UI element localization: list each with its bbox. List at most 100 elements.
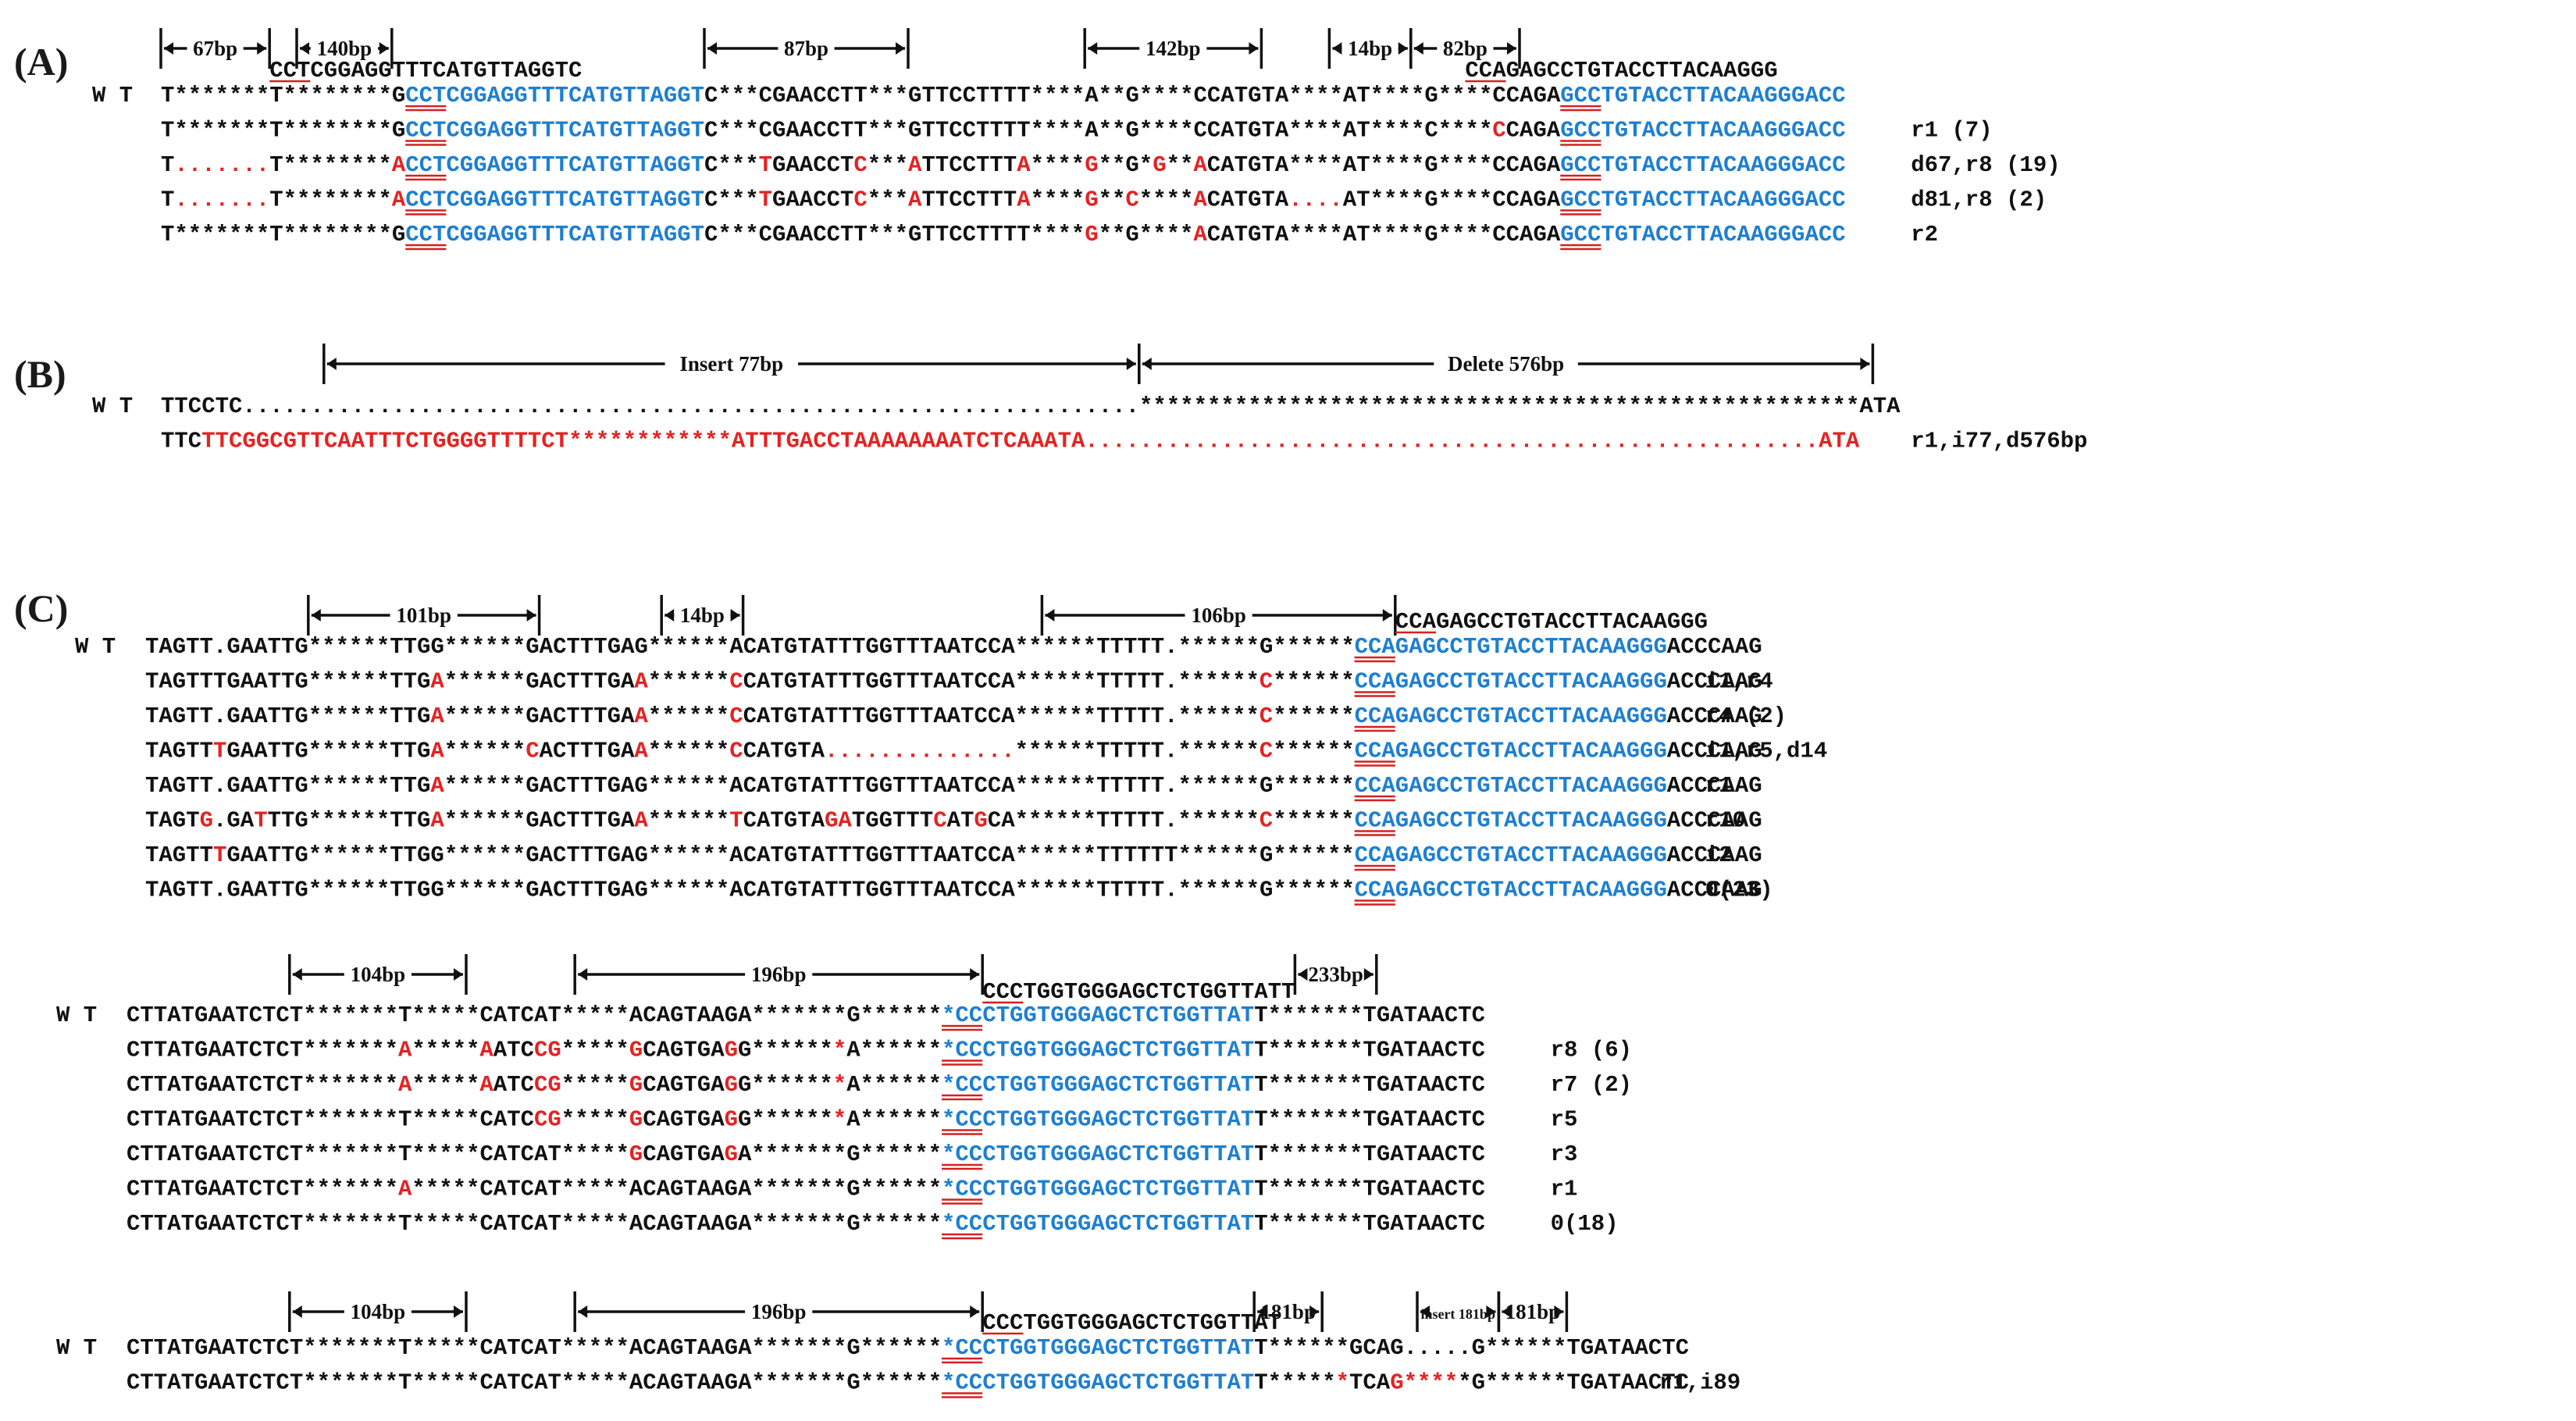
sequence-segment: T [729,808,743,834]
sequence-segment: .... [1288,187,1343,213]
sequence-segment: ****** [1273,703,1354,729]
sequence-segment: ******GACTTTGA [444,703,635,729]
sequence-segment: C [1259,808,1273,834]
sequence-segment: .............. [825,739,1015,764]
wild-type-sequence: T*******T********GCCTCGGAGGTTTCATGTTAGGT… [161,83,1846,109]
sequence-segment: G [725,1141,738,1167]
sequence-segment: A [1193,187,1207,213]
sequence-segment: CATGTA [743,808,825,834]
sequence-segment: ****** [1273,739,1354,764]
mutation-annotation: r5 [1551,1107,1578,1133]
sequence-segment: ****** [1273,669,1354,695]
sequence-segment: CG [534,1107,561,1133]
sequence-segment: ****** [648,739,729,764]
sequence-segment: TAGTT.GAATTG******TTGG******GACTTTGAG***… [145,878,1355,903]
mutant-sequence: TAGTT.GAATTG******TTGA******GACTTTGAG***… [145,773,1762,799]
wild-type-sequence: TAGTT.GAATTG******TTGG******GACTTTGAG***… [145,634,1762,660]
sequence-segment: *****CATCAT*****ACAGTAAGA*******G****** [412,1177,942,1202]
mutation-annotation: r7 (2) [1551,1072,1632,1098]
mutation-annotation: i1,r5,d14 [1705,739,1828,764]
sequence-segment: G [200,808,213,834]
sequence-segment: ****** [648,808,729,834]
length-measure: 196bp [573,954,984,995]
sequence-segment: CTTATGAATCTCT*******T*****CATCAT***** [126,1141,629,1167]
sequence-segment: C*** [704,152,759,178]
sequence-segment: TTG******TTG [268,808,431,834]
sequence-segment: GCCTGTACCTTACAAGGGACC [1560,152,1845,178]
sequence-segment: ACCCAAG [1667,808,1762,834]
wild-type-label: W T [56,1003,97,1028]
sequence-segment: *** [868,152,908,178]
sequence-segment: G [629,1038,643,1063]
sequence-segment: CAGTGA [643,1038,725,1063]
sequence-segment: CCAGAGCCTGTACCTTACAAGGG [1355,842,1667,868]
length-label: 101bp [396,604,451,627]
sequence-segment: ****** [444,739,526,764]
sequence-segment: *CCCTGGTGGGAGCTCTGGTTAT [942,1107,1254,1133]
sequence-segment: A [430,808,444,834]
sequence-segment: T*******TGATAACTC [1254,1038,1485,1063]
sequence-segment: TGGTTT [852,808,933,834]
sequence-segment: T [759,187,772,213]
sequence-segment: ******GACTTTGA [444,669,635,695]
sequence-segment: A [430,739,444,764]
sequence-segment: *CCCTGGTGGGAGCTCTGGTTAT [942,1038,1254,1063]
length-label: 104bp [351,963,406,986]
sequence-segment: CATGTA****AT****G****CCAGA [1207,222,1561,248]
sequence-segment: *CCCTGGTGGGAGCTCTGGTTAT [942,1177,1254,1202]
sequence-segment: GAACCT [772,187,853,213]
sequence-segment: T [213,842,226,868]
sequence-segment: A [479,1072,493,1098]
sequence-segment: C [1125,187,1138,213]
sequence-segment: ATC [493,1072,534,1098]
sequence-segment: CAGTGA [643,1072,725,1098]
sequence-segment: C***CGAACCTT***GTTCCTTTT****A**G****CCAT… [704,118,1492,144]
sequence-segment: ACCCAAG [1667,669,1762,695]
sequence-segment: T*******TGATAACTC [1254,1177,1485,1202]
sequence-segment: ACCCAAG [1667,842,1762,868]
sequence-segment: ACCCAAG [1667,739,1762,764]
guide-rna-sequence: CCTCGGAGGTTTCATGTTAGGTC [269,58,582,84]
sequence-segment: G [1085,187,1098,213]
length-label: 140bp [317,37,372,60]
sequence-segment: **G**** [1099,222,1194,248]
length-measure: 87bp [703,28,910,69]
sequence-segment: G [1085,152,1098,178]
sequence-segment: CTTATGAATCTCT******* [126,1072,398,1098]
length-label: 106bp [1191,604,1246,627]
length-measure: 101bp [307,595,541,636]
sequence-segment: G**** [1390,1370,1458,1396]
sequence-segment: ******GACTTTGA [444,808,635,834]
sequence-segment: GAACCT [772,152,853,178]
mutant-sequence: CTTATGAATCTCT*******A*****AATCCG*****GCA… [126,1072,1485,1098]
sequence-segment: A [430,773,444,799]
sequence-segment: **** [1139,187,1194,213]
wild-type-sequence: CTTATGAATCTCT*******T*****CATCAT*****ACA… [126,1335,1689,1361]
sequence-segment: *CCCTGGTGGGAGCTCTGGTTAT [942,1003,1254,1028]
mutation-annotation: r3 [1551,1141,1578,1167]
sequence-segment: C***CGAACCTT***GTTCCTTTT****A**G****CCAT… [704,83,1561,109]
length-label: 82bp [1443,37,1488,60]
panel-c-label: (C) [14,586,68,630]
sequence-segment: G****** [738,1072,833,1098]
length-measure: 196bp [573,1291,984,1332]
length-label: 196bp [751,963,807,986]
sequence-segment: A*******G****** [738,1141,942,1167]
mutation-annotation: r10 [1705,808,1746,834]
sequence-segment: T [161,152,174,178]
sequence-segment: A [479,1038,493,1063]
sequence-segment: CTTATGAATCTCT*******T*****CATC [126,1107,534,1133]
mutation-annotation: d81,r8 (2) [1911,187,2047,213]
sequence-segment: ACCCAAG [1667,878,1762,903]
sequence-segment: CCAGAGCCTGTACCTTACAAGGG [1355,878,1667,903]
sequence-segment: T [254,808,267,834]
sequence-segment: T [161,187,174,213]
sequence-segment: C [729,703,743,729]
sequence-segment: A****** [846,1072,942,1098]
mutation-annotation: r1,i77,d576bp [1911,429,2087,454]
sequence-segment: G [629,1072,643,1098]
length-measure: 106bp [1040,595,1397,636]
sequence-segment: CTTATGAATCTCT*******T*****CATCAT*****ACA… [126,1335,942,1361]
sequence-segment: A [1193,152,1207,178]
